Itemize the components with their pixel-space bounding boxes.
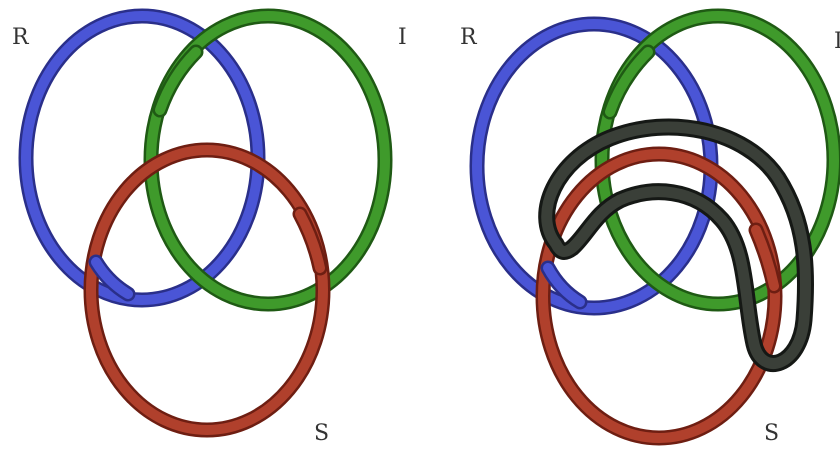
left-ring-s: [83, 142, 331, 438]
right-ring-s: [535, 146, 783, 446]
right-figure: R I S: [460, 8, 840, 446]
right-crossings: [540, 44, 782, 310]
left-figure: R I S: [12, 8, 407, 446]
right-ring-r: [469, 16, 719, 316]
left-label-i: I: [398, 25, 407, 50]
right-label-i: I: [834, 29, 840, 54]
left-crossings: [88, 44, 328, 302]
left-label-r: R: [12, 25, 30, 50]
right-ring-extra: [538, 118, 815, 372]
right-ring-i: [594, 8, 840, 312]
right-label-s: S: [764, 421, 779, 446]
right-label-r: R: [460, 25, 478, 50]
left-label-s: S: [314, 421, 329, 446]
